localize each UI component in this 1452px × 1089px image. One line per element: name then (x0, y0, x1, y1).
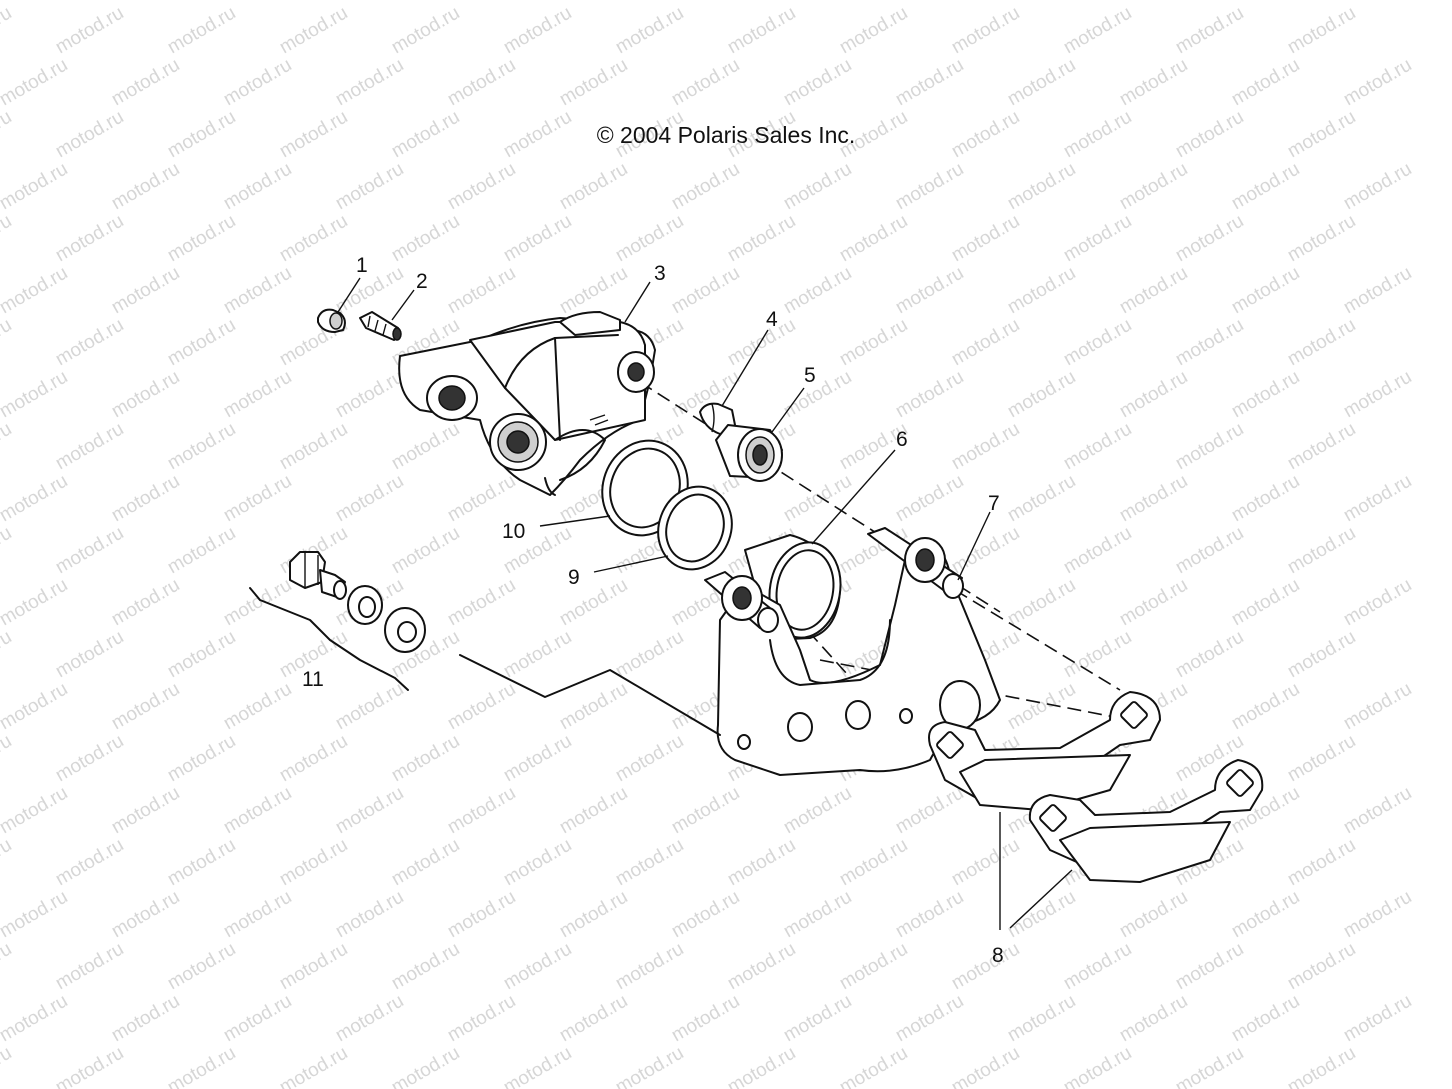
washer-flat (384, 607, 426, 653)
dust-seal (657, 485, 733, 571)
brake-pad-inner (928, 691, 1161, 811)
callout-7: 7 (988, 492, 1000, 515)
bleeder-cap (317, 308, 346, 333)
mounting-bolt (289, 551, 347, 600)
callout-6: 6 (896, 428, 908, 451)
bracket-line-11 (249, 587, 409, 691)
callout-10: 10 (502, 520, 525, 543)
caliper-bracket (704, 527, 1001, 776)
callout-9: 9 (568, 566, 580, 589)
brake-pad-outer (1028, 759, 1264, 883)
callout-1: 1 (356, 254, 368, 277)
callout-3: 3 (654, 262, 666, 285)
callout-11: 11 (302, 668, 324, 691)
callout-5: 5 (804, 364, 816, 387)
callout-4: 4 (766, 308, 778, 331)
callout-8: 8 (992, 944, 1004, 967)
caliper-bushing (715, 424, 783, 482)
washer-lock (347, 585, 383, 625)
caliper-body (398, 311, 656, 496)
bracket-line-lower (459, 654, 721, 736)
bleeder-screw (359, 311, 402, 341)
leader-lines (337, 277, 1073, 930)
callout-2: 2 (416, 270, 428, 293)
copyright-notice: © 2004 Polaris Sales Inc. (596, 122, 856, 148)
axis-upper (639, 381, 1001, 613)
axis-pin (954, 589, 1121, 691)
